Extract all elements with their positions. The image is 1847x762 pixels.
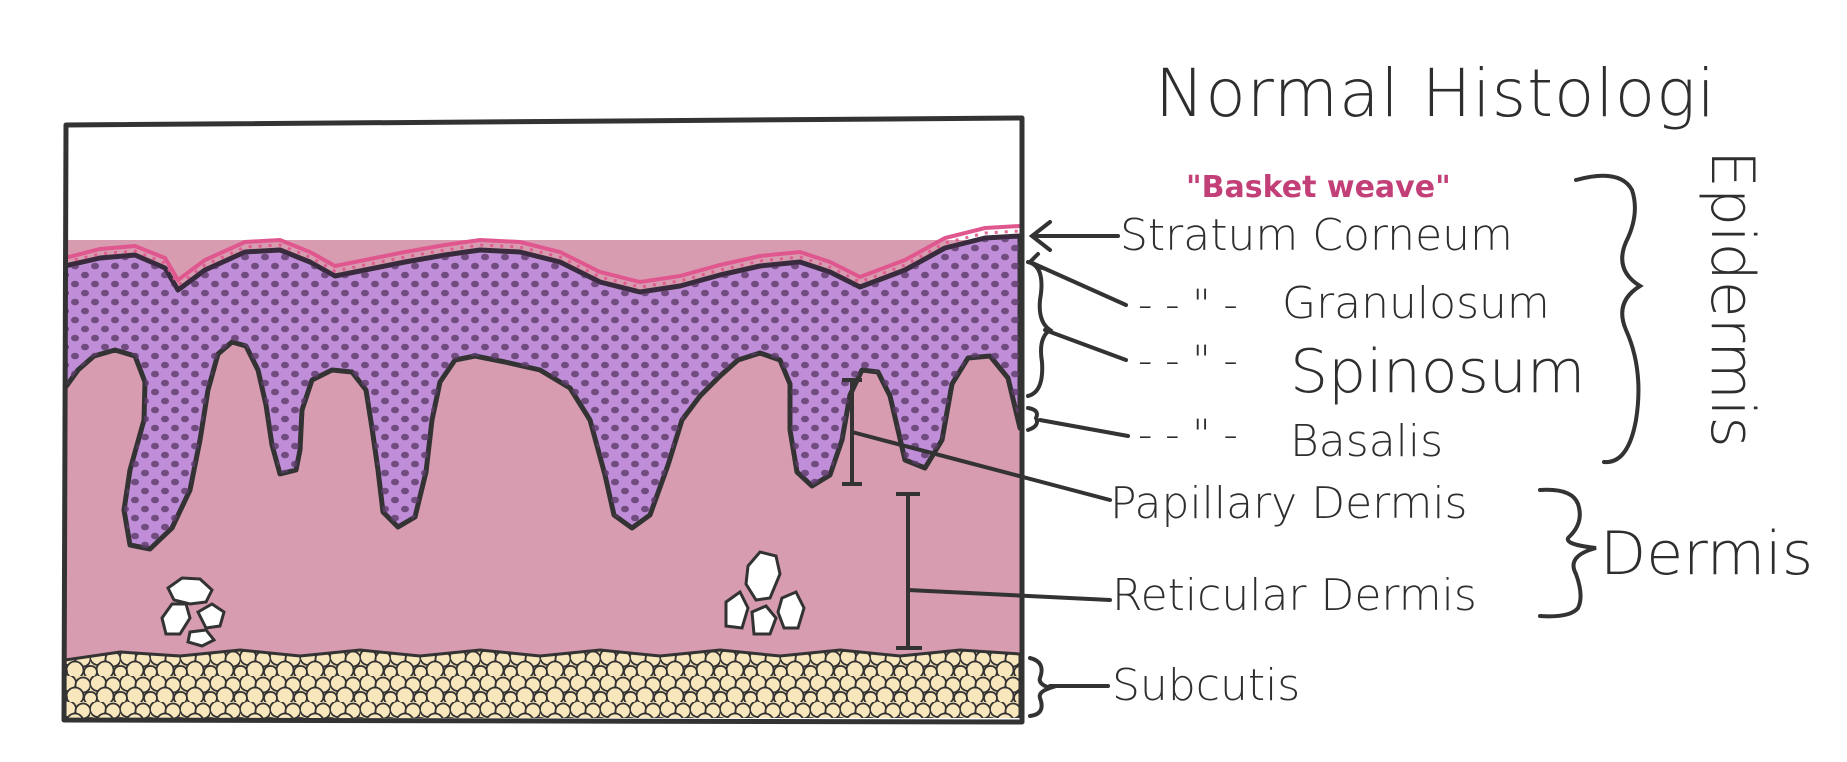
diagram-frame [61, 115, 1025, 725]
subcutis-region [65, 648, 1020, 718]
label-reticular-dermis: Reticular Dermis [1112, 570, 1477, 621]
granular-layer-line [65, 234, 1020, 295]
subcutis-brace [1028, 656, 1057, 718]
label-epidermis: Epidermis [1697, 150, 1767, 448]
epidermis-inner-brace [1026, 260, 1054, 398]
label-papillary-dermis: Papillary Dermis [1110, 478, 1467, 529]
reticular-depth-marker [896, 492, 922, 650]
stratum-corneum-band [65, 224, 1020, 285]
epidermis-brace [1574, 173, 1644, 465]
label-granulosum: Granulosum [1282, 278, 1550, 329]
corneum-arrowhead [1028, 220, 1052, 252]
vessel-cluster-right [724, 550, 806, 636]
granulosum-ditto: - - " - [1138, 282, 1238, 328]
basket-weave-note: "Basket weave" [1186, 170, 1451, 205]
spinosum-leader [1043, 328, 1128, 362]
reticular-leader [906, 588, 1112, 602]
papillary-leader [850, 430, 1112, 502]
spinosum-ditto: - - " - [1138, 338, 1238, 384]
basalis-brace [1026, 406, 1039, 432]
epidermis-nuclei [65, 236, 1020, 549]
dermis-brace [1538, 487, 1597, 619]
basalis-ditto: - - " - [1138, 412, 1238, 458]
label-spinosum: Spinosum [1290, 337, 1585, 407]
label-subcutis: Subcutis [1112, 660, 1300, 711]
basalis-leader [1038, 418, 1130, 438]
label-basalis: Basalis [1290, 416, 1443, 467]
label-dermis: Dermis [1600, 519, 1813, 589]
label-stratum-corneum: Stratum Corneum [1120, 210, 1513, 261]
granulosum-leader [1028, 260, 1128, 307]
vessel-cluster-left [160, 576, 226, 648]
diagram-title: Normal Histologi [1155, 55, 1716, 132]
leader-lines [850, 220, 1130, 718]
